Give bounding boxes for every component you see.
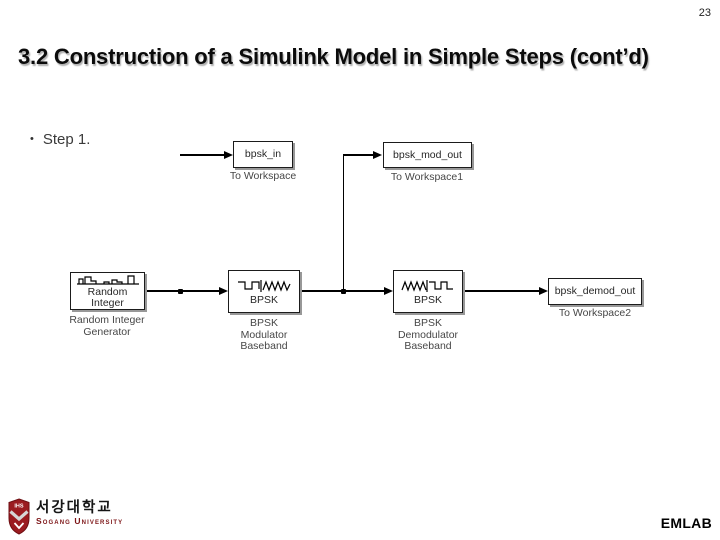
bullet-item-step1: • Step 1. [30,131,90,148]
wire-to-bpsk-in [180,154,225,156]
block-name-text: BPSK [413,293,442,306]
university-logo: IHS 서강대학교 Sogang University [8,498,123,535]
bullet-marker: • [30,133,34,145]
logo-monogram: IHS [14,504,24,510]
block-variable-name: bpsk_in [244,148,282,160]
university-name-english: Sogang University [36,516,124,526]
block-name-text: BPSK [249,293,278,306]
branch-dot [340,288,346,294]
block-to-workspace1: bpsk_mod_out [383,142,472,168]
block-label-bpsk-demodulator: BPSK Demodulator Baseband [397,317,459,352]
block-label-to-workspace2: To Workspace2 [558,307,632,319]
wire-branch-vertical [342,155,344,292]
block-bpsk-demodulator: BPSK [393,270,463,313]
sogang-shield-icon: IHS [8,498,30,535]
block-name-text: Random Integer [87,286,128,309]
branch-dot [178,288,183,294]
block-label-to-workspace: To Workspace [229,170,297,182]
arrowhead-icon [373,150,382,159]
wire-to-bpsk-mod-out [343,154,374,156]
wire-demodulator-to-workspace2 [465,290,540,292]
block-label-bpsk-modulator: BPSK Modulator Baseband [240,317,288,352]
block-label-random-integer-generator: Random Integer Generator [69,314,145,338]
page-number: 23 [698,7,711,19]
block-variable-name: bpsk_mod_out [393,148,462,161]
lab-name: EMLAB [660,515,712,531]
block-random-integer-generator: Random Integer [70,272,145,310]
page-title: 3.2 Construction of a Simulink Model in … [18,44,649,69]
university-name-korean: 서강대학교 [36,500,113,516]
arrowhead-icon [384,286,393,295]
arrowhead-icon [219,286,228,295]
block-to-workspace2: bpsk_demod_out [548,278,642,305]
square-to-sine-waveform-icon [238,279,291,292]
arrowhead-icon [224,150,233,159]
sine-to-square-waveform-icon [401,279,453,292]
random-integer-stem-waveform-icon [76,275,139,285]
block-to-workspace: bpsk_in [233,141,293,168]
university-name: 서강대학교 Sogang University [36,501,123,527]
block-label-to-workspace1: To Workspace1 [390,171,464,183]
wire-generator-to-modulator [146,290,220,292]
arrowhead-icon [539,286,548,295]
step-label: Step 1. [42,131,91,148]
block-variable-name: bpsk_demod_out [554,285,636,297]
block-bpsk-modulator: BPSK [228,270,300,313]
